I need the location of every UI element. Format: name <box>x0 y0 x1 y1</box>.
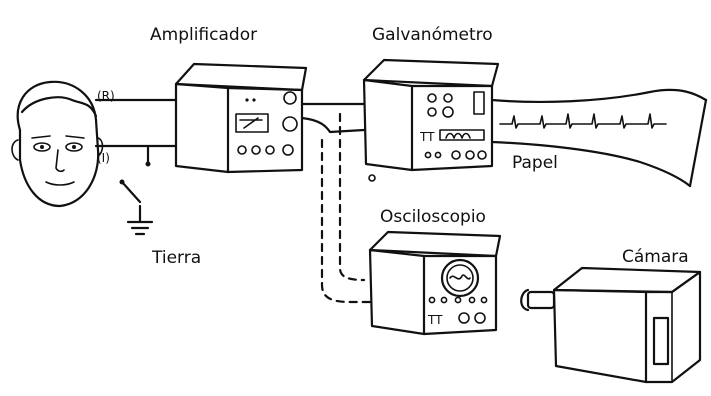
svg-text:TT: TT <box>419 130 435 144</box>
patient-head <box>12 82 103 206</box>
amplifier-unit <box>176 64 306 172</box>
link-to-oscilloscope <box>322 140 372 302</box>
ground-label: Tierra <box>151 248 201 268</box>
galvanometer-label: Galvanómetro <box>372 25 493 45</box>
galvanometer-unit: TT <box>364 60 498 181</box>
svg-text:TT: TT <box>427 313 443 327</box>
amplifier-label: Amplificador <box>150 25 257 45</box>
left-electrode-label: (I) <box>97 151 110 165</box>
ground-symbol <box>120 180 153 235</box>
oscilloscope-unit: TT <box>370 232 500 334</box>
oscilloscope-label: Osciloscopio <box>380 207 486 227</box>
paper-label: Papel <box>512 153 558 173</box>
camera-label: Cámara <box>622 247 689 267</box>
camera-unit <box>521 268 700 382</box>
trace-line <box>500 114 666 128</box>
